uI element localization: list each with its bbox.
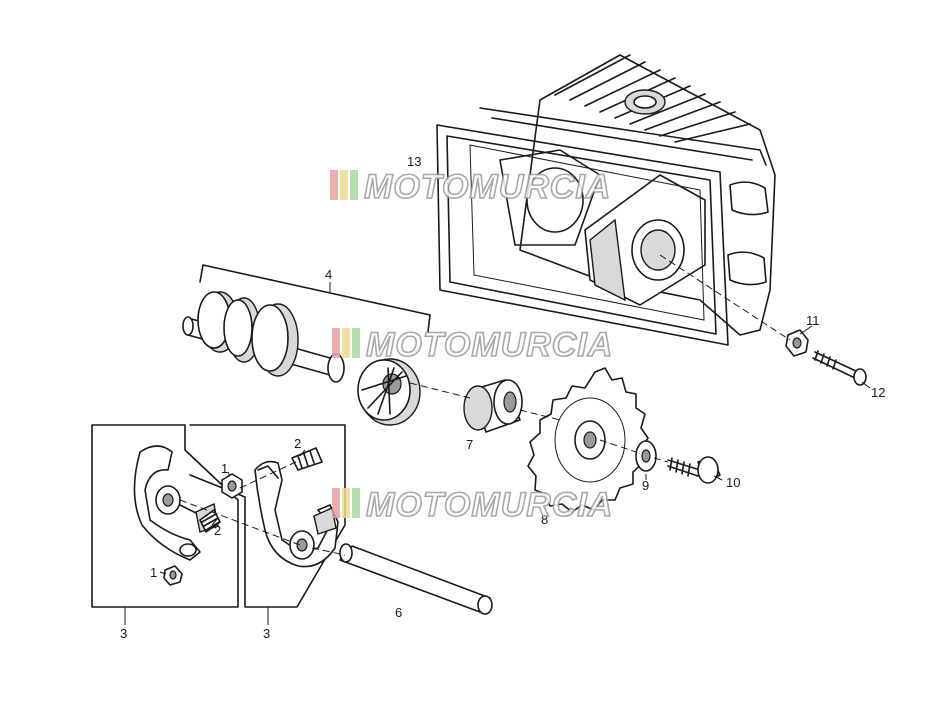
camshaft-bracket	[199, 264, 431, 333]
callout-3-left: 3	[120, 626, 127, 641]
rocker-arm-right-frame	[189, 424, 346, 608]
watermark-stripe	[350, 170, 358, 200]
callout-10: 10	[726, 475, 740, 490]
watermark-text: MOTOMURCIA	[366, 486, 613, 524]
assembly-axis-lines	[179, 254, 791, 556]
watermark-stripe	[342, 488, 350, 518]
adjuster-screw-right	[291, 447, 323, 471]
callout-4: 4	[325, 267, 332, 282]
watermark-text: MOTOMURCIA	[364, 168, 611, 206]
watermark-middle: MOTOMURCIA	[332, 325, 613, 365]
rocker-arm-left	[133, 445, 219, 561]
watermark-stripe	[332, 328, 340, 358]
callout-8: 8	[541, 512, 548, 527]
stud-bolt	[812, 350, 867, 386]
watermark-stripe	[352, 488, 360, 518]
head-gasket	[436, 107, 767, 346]
cam-sprocket	[527, 367, 649, 513]
watermark-stripe	[340, 170, 348, 200]
callout-3-right: 3	[263, 626, 270, 641]
watermark-top: MOTOMURCIA	[330, 167, 611, 207]
rocker-arm-left-frame	[91, 424, 239, 608]
nut	[785, 329, 809, 357]
callout-7: 7	[466, 437, 473, 452]
watermark-stripe	[330, 170, 338, 200]
camshaft	[182, 291, 421, 426]
watermark-stripe	[352, 328, 360, 358]
locknut-left-bottom	[163, 565, 183, 586]
callout-1-left: 1	[150, 565, 157, 580]
callout-2-right: 2	[294, 436, 301, 451]
adjuster-screw-left	[199, 509, 221, 533]
callout-2-left: 2	[214, 523, 221, 538]
locknut-right	[221, 473, 243, 499]
watermark-text: MOTOMURCIA	[366, 326, 613, 364]
callout-11: 11	[806, 313, 820, 328]
watermark-stripe	[342, 328, 350, 358]
callout-1-right: 1	[221, 461, 228, 476]
sprocket-bolt	[667, 456, 721, 484]
watermark-bottom: MOTOMURCIA	[332, 485, 613, 525]
rocker-shaft	[339, 543, 493, 615]
callout-12: 12	[871, 385, 885, 400]
callout-numbers: 13 4 11 12 7 2 1 2 1 8 9 10 6 3 3	[120, 154, 885, 641]
callout-9: 9	[642, 478, 649, 493]
watermark-stripe	[332, 488, 340, 518]
washer	[635, 440, 657, 472]
bushing	[463, 379, 523, 433]
cylinder-head	[499, 54, 776, 336]
callout-6: 6	[395, 605, 402, 620]
rocker-arm-right	[254, 460, 339, 568]
leader-lines	[124, 282, 871, 625]
callout-13: 13	[407, 154, 421, 169]
